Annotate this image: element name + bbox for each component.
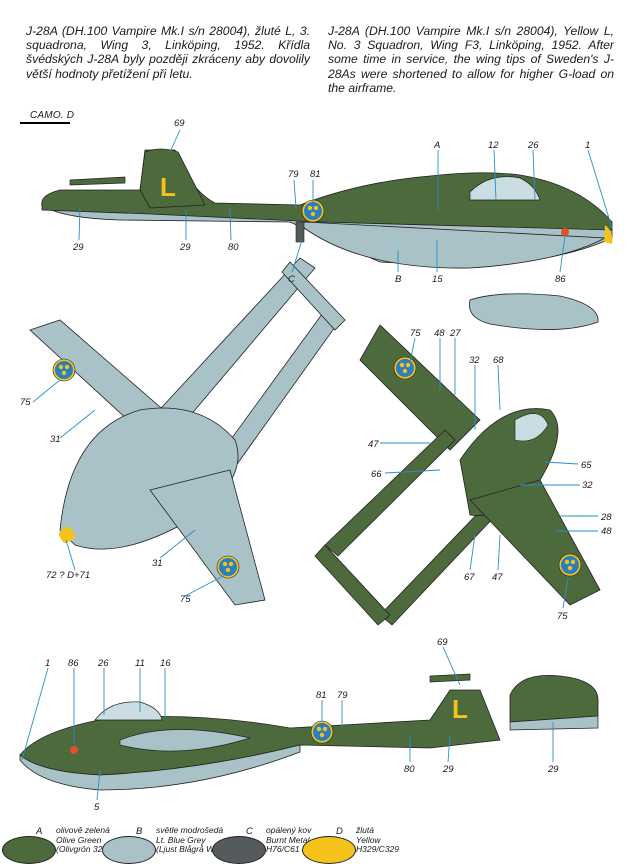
callout-label: 67	[464, 572, 475, 583]
callout-label: 47	[368, 439, 379, 450]
legend-code: H329/C329	[356, 844, 400, 854]
legend-code: (Ljust Blågrå W36)	[156, 844, 227, 854]
wingtip-detail	[469, 293, 599, 330]
top-view	[29, 257, 346, 606]
callout-label: 12	[488, 140, 499, 151]
callout-label: 75	[410, 328, 421, 339]
callout-label: 32	[582, 480, 593, 491]
callout-label: 11	[135, 658, 145, 669]
caption-czech: J-28A (DH.100 Vampire Mk.I s/n 28004), ž…	[26, 24, 310, 81]
callout-label: B	[395, 274, 402, 285]
callout-label: 29	[179, 242, 191, 253]
legend-code: H76/C61	[266, 844, 300, 854]
swatch-burnt-metal	[212, 836, 266, 864]
callout-label: 15	[432, 274, 443, 285]
legend-en: Burnt Metal	[266, 834, 310, 845]
callout-label: 86	[68, 658, 79, 669]
callout-label: 75	[557, 611, 568, 622]
callout-label: A	[433, 140, 440, 151]
callout-label: 29	[547, 764, 559, 775]
swatch-yellow	[302, 836, 356, 864]
callout-label: C	[288, 274, 295, 285]
callout-label: 69	[174, 118, 185, 129]
caption-english: J-28A (DH.100 Vampire Mk.I s/n 28004), Y…	[328, 24, 614, 95]
callout-label: 1	[585, 140, 590, 151]
callout-label: 5	[94, 802, 100, 813]
callout-label: 27	[449, 328, 461, 339]
legend-letter-a: A	[36, 826, 43, 837]
callout-label: 72 ? D+71	[46, 570, 90, 581]
fin-letter-right: L	[452, 694, 468, 724]
callout-label: 1	[45, 658, 50, 669]
underside-view	[314, 324, 601, 626]
callout-label: 31	[50, 434, 61, 445]
legend-en: Yellow	[356, 834, 381, 845]
callout-label: 26	[527, 140, 539, 151]
camo-underline	[20, 122, 70, 124]
legend-letter-b: B	[136, 826, 143, 837]
callout-label: 16	[160, 658, 171, 669]
callout-label: 32	[469, 355, 480, 366]
callout-label: 31	[152, 558, 163, 569]
callout-label: 75	[180, 594, 191, 605]
callout-label: 80	[228, 242, 239, 253]
callout-label: 81	[316, 690, 327, 701]
callout-label: 29	[72, 242, 84, 253]
fin-letter: L	[160, 172, 176, 202]
legend-letter-c: C	[246, 826, 253, 837]
legend-cz: světle modrošedá	[156, 825, 224, 835]
swatch-light-blue-grey	[102, 836, 156, 864]
legend-cz: opálený kov	[266, 825, 312, 835]
camo-label: CAMO. D	[30, 110, 75, 121]
legend-code: (Olivgrön 325H)	[56, 844, 116, 854]
legend-item-a: olivově zelená Olive Green (Olivgrön 325…	[56, 825, 116, 855]
callout-label: 86	[555, 274, 566, 285]
swatch-olive-green	[2, 836, 56, 864]
callout-label: 75	[20, 397, 31, 408]
callout-label: 48	[434, 328, 445, 339]
callout-label: 68	[493, 355, 504, 366]
callout-label: 65	[581, 460, 592, 471]
legend-item-b: světle modrošedá Lt. Blue Grey (Ljust Bl…	[156, 825, 227, 855]
callout-label: 79	[288, 169, 299, 180]
side-profile-right: L	[19, 673, 599, 791]
callout-label: 79	[337, 690, 348, 701]
callout-label: 47	[492, 572, 503, 583]
callout-label: 80	[404, 764, 415, 775]
callout-labels: 69 79 81 A 12 26 1 29 29 80 C B 15 86 75…	[20, 118, 612, 813]
callout-leaders	[21, 129, 613, 801]
side-profile-left: L	[40, 148, 613, 269]
callout-label: 81	[310, 169, 321, 180]
legend-letter-d: D	[336, 826, 343, 837]
legend-en: Lt. Blue Grey	[156, 834, 206, 845]
callout-label: 26	[97, 658, 109, 669]
callout-label: 28	[600, 512, 612, 523]
legend-item-c: opálený kov Burnt Metal H76/C61	[266, 825, 312, 855]
callout-label: 29	[442, 764, 454, 775]
callout-label: 66	[371, 469, 382, 480]
callout-label: 48	[601, 526, 612, 537]
legend-en: Olive Green	[56, 834, 102, 845]
legend-item-d: žlutá Yellow H329/C329	[356, 825, 400, 855]
legend-cz: žlutá	[356, 825, 374, 835]
legend-cz: olivově zelená	[56, 825, 110, 835]
callout-label: 69	[437, 637, 448, 648]
